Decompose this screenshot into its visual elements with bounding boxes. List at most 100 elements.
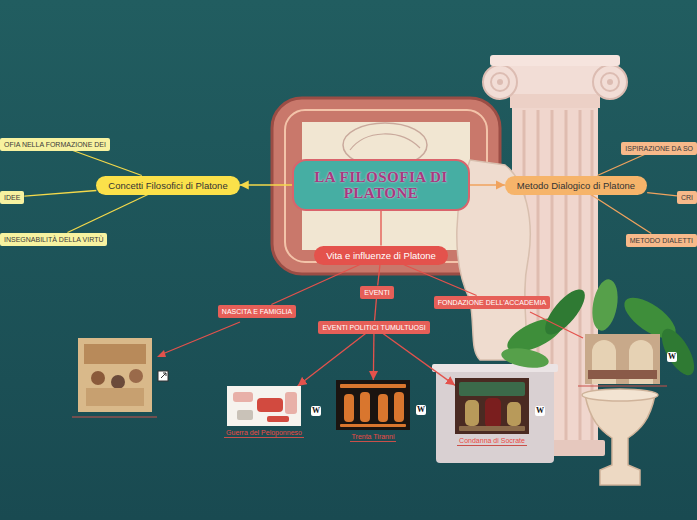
thumbnail-picture: [267, 416, 289, 422]
leader-line: [160, 322, 240, 355]
connector: [383, 334, 455, 386]
thumbnail-picture: [360, 392, 370, 422]
subtopic-box: EVENTI: [360, 286, 393, 299]
thumbnail-picture: [459, 382, 525, 396]
plant-leaves: [589, 277, 622, 332]
birth-picture: [111, 375, 125, 389]
wiki-icon: W: [416, 405, 426, 415]
image-caption: Guerra del Peloponneso: [224, 429, 304, 438]
thumbnail-picture: [507, 402, 521, 426]
ionic-column: [607, 79, 613, 85]
ionic-column: [593, 65, 627, 99]
connector: [240, 184, 292, 185]
external-link-icon: [161, 373, 166, 378]
subtopic-box: METODO DIALETTI: [626, 234, 697, 247]
thumbnail-picture: [455, 378, 529, 434]
node-text: OFIA NELLA FORMAZIONE DEI: [4, 141, 106, 148]
thumbnail-picture: [394, 392, 404, 422]
thumbnail-picture: [455, 378, 529, 434]
leader-line: [157, 312, 583, 357]
ionic-column: [491, 73, 509, 91]
thumbnail-picture: [233, 392, 253, 402]
node-text: LA FILOSOFIA DI PLATONE: [311, 169, 451, 202]
main-topic: Metodo Dialogico di Platone: [505, 176, 647, 195]
central-topic: LA FILOSOFIA DI PLATONE: [292, 159, 470, 211]
ionic-column: [579, 110, 582, 440]
vase: [582, 389, 658, 485]
thumbnail-picture: [237, 410, 253, 420]
academy-picture: [585, 334, 660, 384]
birth-picture: [72, 338, 157, 417]
node-text: Concetti Filosofici di Platone: [108, 180, 227, 191]
connector: [403, 265, 476, 296]
connector: [73, 151, 142, 176]
connector: [271, 265, 360, 305]
ionic-column: [483, 65, 517, 99]
image-caption: Trenta Tiranni: [350, 433, 397, 442]
birth-picture: [72, 417, 157, 418]
connector: [24, 191, 96, 197]
image-caption: Condanna di Socrate: [457, 437, 527, 446]
thumbnail-picture: [336, 380, 410, 430]
subtopic-box: OFIA NELLA FORMAZIONE DEI: [0, 138, 110, 151]
thumbnail-picture: [336, 380, 410, 430]
vase: [582, 389, 658, 401]
connector: [591, 195, 652, 234]
main-topic: Vita e influenze di Platone: [314, 246, 448, 265]
ornate-frame: [350, 134, 420, 150]
plant-leaves: [500, 345, 550, 371]
ionic-column: [510, 94, 600, 108]
thumbnail-picture: [459, 426, 525, 431]
subtopic-box: CRI: [677, 191, 697, 204]
thumbnail-picture: [344, 394, 354, 422]
node-text: FONDAZIONE DELL'ACCADEMIA: [438, 299, 546, 306]
connector: [373, 334, 375, 381]
image-topic: Condanna di Socrate: [455, 378, 529, 446]
thumbnail-picture: [285, 392, 297, 414]
node-text: Vita e influenze di Platone: [326, 250, 436, 261]
plant-leaves: [655, 324, 697, 380]
node-text: EVENTI: [364, 289, 389, 296]
plant-leaves: [539, 283, 592, 340]
birth-picture: [84, 344, 146, 364]
thumbnail-picture: [257, 398, 283, 412]
image-topic: Guerra del Peloponneso: [224, 386, 304, 438]
academy-picture: [588, 370, 657, 379]
external-link-icon: [158, 371, 168, 381]
node-text: CRI: [681, 194, 693, 201]
birth-picture: [129, 369, 143, 383]
subtopic-box: NASCITA E FAMIGLIA: [218, 305, 296, 318]
thumbnail-picture: [485, 398, 501, 428]
node-text: METODO DIALETTI: [630, 237, 693, 244]
subtopic-box: EVENTI POLITICI TUMULTUOSI: [318, 321, 429, 334]
node-text: Metodo Dialogico di Platone: [517, 180, 635, 191]
main-topic: Concetti Filosofici di Platone: [96, 176, 239, 195]
birth-picture: [78, 338, 152, 412]
node-text: ISPIRAZIONE DA SO: [625, 145, 693, 152]
pedestal: [436, 368, 554, 463]
node-text: EVENTI POLITICI TUMULTUOSI: [322, 324, 425, 331]
wiki-icon: W: [667, 352, 677, 362]
birth-picture: [86, 388, 144, 406]
connector: [375, 299, 377, 321]
ionic-column: [490, 55, 620, 66]
thumbnail-picture: [340, 424, 406, 427]
node-text: IDEE: [4, 194, 20, 201]
academy-picture: [578, 386, 667, 387]
subtopic-box: IDEE: [0, 191, 24, 204]
subtopic-box: ISPIRAZIONE DA SO: [621, 142, 697, 155]
thumbnail-picture: [340, 384, 406, 388]
node-text: INSEGNABILITÀ DELLA VIRTÙ: [4, 236, 103, 243]
connector: [380, 211, 381, 246]
connector: [67, 195, 147, 233]
ionic-column: [601, 73, 619, 91]
vase: [585, 395, 655, 485]
ionic-column: [497, 79, 503, 85]
subtopic-box: INSEGNABILITÀ DELLA VIRTÙ: [0, 233, 107, 246]
wiki-icon: W: [311, 406, 321, 416]
thumbnail-picture: [465, 400, 479, 426]
